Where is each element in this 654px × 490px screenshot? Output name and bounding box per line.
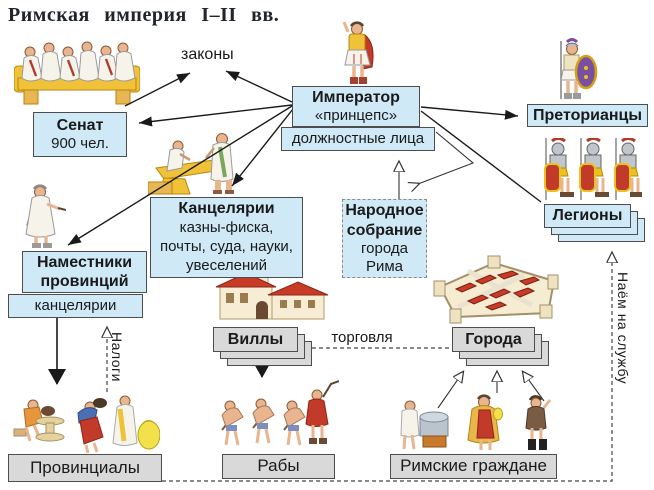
slaves-node: Рабы (222, 454, 335, 479)
assembly-subtitle: города Рима (361, 239, 408, 275)
roman-villa-icon (215, 268, 329, 320)
hire-edge-label: Наём на службу (615, 272, 631, 385)
slaves-label: Рабы (257, 456, 300, 476)
praetorian-guard-icon (560, 38, 598, 99)
villas-node: Виллы (213, 327, 312, 366)
emperor-node: Император «принцепс» (292, 86, 420, 127)
praetorians-node: Преторианцы (527, 104, 648, 127)
provincials-node: Провинциалы (8, 454, 162, 482)
page-title: Римская империя I–II вв. (8, 4, 280, 26)
provincial-craftsmen-icon (13, 395, 160, 454)
provincial-governor-icon (25, 184, 66, 248)
taxes-edge-label: Налоги (109, 332, 125, 382)
chancelleries-details: казны-фиска, почты, суда, науки, увеселе… (160, 219, 293, 274)
imperial-scribes-icon (148, 133, 234, 195)
governors-node: Наместники провинций (22, 251, 147, 293)
governors-chancellery-label: канцелярии (34, 297, 117, 314)
governors-chancellery-node: канцелярии (8, 294, 143, 318)
senate-node: Сенат 900 чел. (33, 112, 127, 157)
legions-node: Легионы (544, 204, 645, 242)
praetorians-label: Преторианцы (532, 106, 643, 124)
officials-label: должностные лица (291, 130, 425, 147)
emperor-figure-icon (342, 21, 374, 84)
citizens-node: Римские граждане (390, 454, 557, 479)
villas-label: Виллы (213, 327, 298, 352)
roman-citizens-icon (400, 394, 552, 450)
slave-laborers-icon (221, 380, 339, 446)
cities-node: Города (452, 327, 549, 366)
senate-subtitle: 900 чел. (51, 135, 109, 153)
chancelleries-node: Канцелярии казны-фиска, почты, суда, нау… (150, 197, 303, 278)
chancelleries-title: Канцелярии (178, 200, 275, 218)
assembly-node: Народное собрание города Рима (342, 199, 427, 278)
citizens-label: Римские граждане (400, 456, 547, 476)
cities-label: Города (452, 327, 535, 352)
provincials-label: Провинциалы (30, 457, 140, 477)
senate-session-icon (14, 41, 140, 105)
senate-title: Сенат (56, 116, 104, 134)
emperor-subtitle: «принцепс» (314, 107, 398, 125)
walled-city-icon (433, 255, 559, 324)
assembly-title: Народное собрание (345, 202, 424, 239)
laws-edge-label: законы (181, 46, 234, 63)
legion-soldiers-icon (544, 138, 642, 200)
governors-title: Наместники провинций (36, 253, 133, 290)
legions-label: Легионы (544, 204, 631, 228)
trade-edge-label: торговля (331, 329, 393, 346)
officials-node: должностные лица (281, 127, 435, 151)
emperor-title: Император (312, 88, 400, 106)
